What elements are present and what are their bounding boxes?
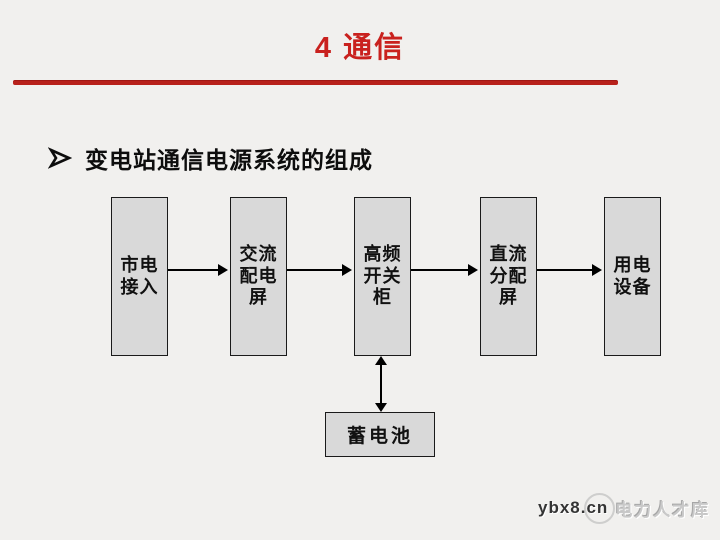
flow-arrow-1 (168, 264, 228, 276)
page-title: 4 通信 (314, 32, 406, 64)
watermark-logo-circle-icon (584, 493, 615, 524)
flow-arrow-3 (411, 264, 478, 276)
flow-box-mains-input: 市电 接入 (111, 197, 168, 356)
battery-double-arrow (375, 356, 387, 412)
flow-box-hf-switch-cabinet: 高频 开关 柜 (354, 197, 411, 356)
flow-box-battery: 蓄电池 (325, 412, 435, 457)
section-heading-row: 变电站通信电源系统的组成 (47, 141, 373, 175)
arrow-bullet-icon (47, 146, 73, 170)
flow-box-dc-distribution-panel: 直流 分配 屏 (480, 197, 537, 356)
watermark: ybx8.cn 电力人才库 (538, 493, 711, 524)
section-heading-text: 变电站通信电源系统的组成 (85, 147, 373, 173)
flow-arrow-2 (287, 264, 352, 276)
flow-box-power-equipment: 用电 设备 (604, 197, 661, 356)
flow-box-ac-distribution-panel: 交流 配电 屏 (230, 197, 287, 356)
watermark-brand-text: 电力人才库 (615, 500, 711, 520)
title-divider (13, 80, 618, 85)
flow-arrow-4 (537, 264, 602, 276)
